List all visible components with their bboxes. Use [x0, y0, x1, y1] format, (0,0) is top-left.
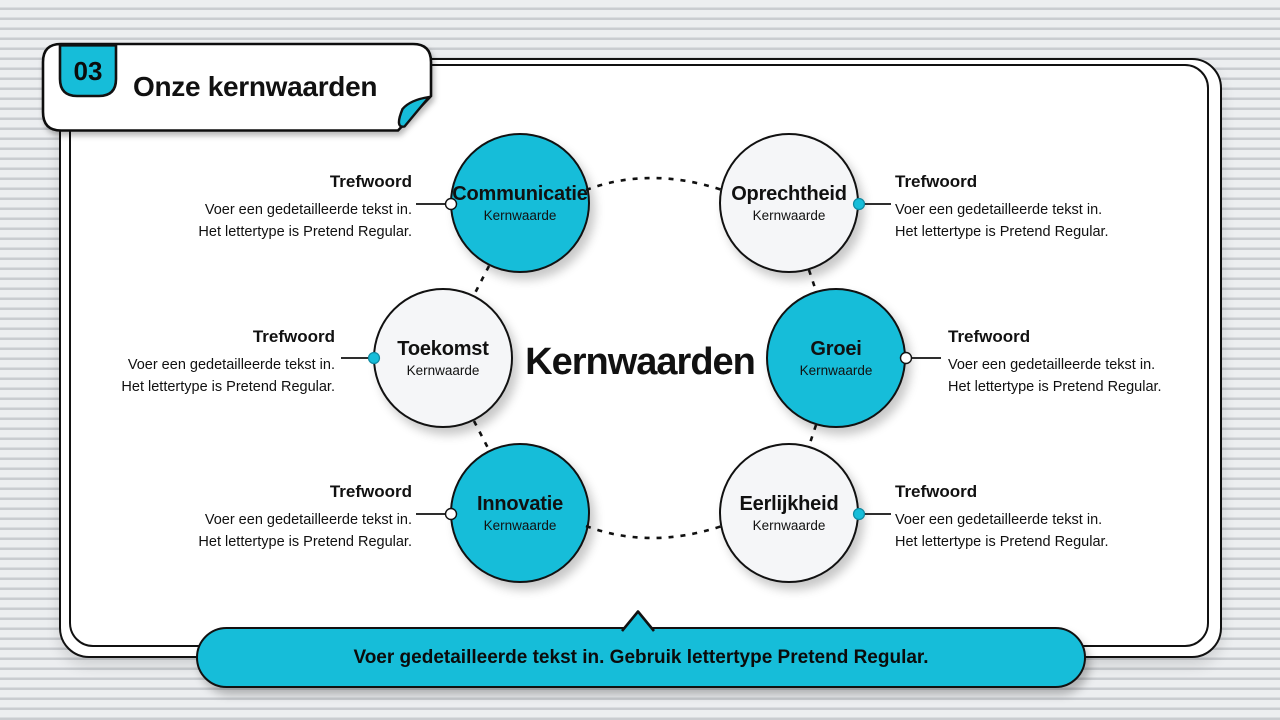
- label-line: Voer een gedetailleerde tekst in.: [895, 512, 1103, 528]
- page-title: Onze kernwaarden: [133, 71, 378, 102]
- label-block-oprechtheid: Trefwoord Voer een gedetailleerde tekst …: [895, 172, 1109, 243]
- value-circle-communicatie: Communicatie Kernwaarde: [450, 133, 590, 273]
- label-line: Het lettertype is Pretend Regular.: [121, 378, 335, 395]
- label-heading: Trefwoord: [252, 327, 335, 346]
- label-block-groei: Trefwoord Voer een gedetailleerde tekst …: [948, 327, 1162, 398]
- value-name: Communicatie: [452, 182, 588, 205]
- label-block-toekomst: Trefwoord Voer een gedetailleerde tekst …: [121, 327, 335, 398]
- label-heading: Trefwoord: [895, 482, 978, 501]
- value-subtitle: Kernwaarde: [752, 207, 826, 223]
- value-subtitle: Kernwaarde: [483, 517, 557, 533]
- value-circle-oprechtheid: Oprechtheid Kernwaarde: [719, 133, 859, 273]
- value-circle-innovatie: Innovatie Kernwaarde: [450, 443, 590, 583]
- value-subtitle: Kernwaarde: [406, 362, 480, 378]
- label-heading: Trefwoord: [895, 172, 978, 191]
- label-heading: Trefwoord: [329, 482, 412, 501]
- label-heading: Trefwoord: [329, 172, 412, 191]
- value-circle-eerlijkheid: Eerlijkheid Kernwaarde: [719, 443, 859, 583]
- label-line: Voer een gedetailleerde tekst in.: [204, 202, 412, 218]
- value-name: Toekomst: [397, 337, 489, 360]
- label-line: Voer een gedetailleerde tekst in.: [127, 357, 335, 373]
- label-heading: Trefwoord: [948, 327, 1031, 346]
- diagram-center-title: Kernwaarden: [525, 341, 756, 383]
- value-name: Eerlijkheid: [739, 492, 839, 515]
- label-block-innovatie: Trefwoord Voer een gedetailleerde tekst …: [198, 482, 412, 553]
- value-subtitle: Kernwaarde: [799, 362, 873, 378]
- label-block-communicatie: Trefwoord Voer een gedetailleerde tekst …: [198, 172, 412, 243]
- label-line: Het lettertype is Pretend Regular.: [895, 533, 1109, 550]
- value-circle-groei: Groei Kernwaarde: [766, 288, 906, 428]
- section-number: 03: [73, 56, 103, 86]
- label-line: Voer een gedetailleerde tekst in.: [204, 512, 412, 528]
- slide-card: [69, 64, 1209, 647]
- label-line: Het lettertype is Pretend Regular.: [198, 223, 412, 240]
- footer-note-banner: Voer gedetailleerde tekst in. Gebruik le…: [196, 627, 1086, 688]
- label-line: Het lettertype is Pretend Regular.: [895, 223, 1109, 240]
- label-line: Het lettertype is Pretend Regular.: [198, 533, 412, 550]
- value-name: Innovatie: [477, 492, 563, 515]
- value-name: Groei: [810, 337, 862, 360]
- value-subtitle: Kernwaarde: [752, 517, 826, 533]
- label-line: Voer een gedetailleerde tekst in.: [948, 357, 1156, 373]
- value-subtitle: Kernwaarde: [483, 207, 557, 223]
- label-line: Voer een gedetailleerde tekst in.: [895, 202, 1103, 218]
- label-line: Het lettertype is Pretend Regular.: [948, 378, 1162, 395]
- value-name: Oprechtheid: [731, 182, 847, 205]
- label-block-eerlijkheid: Trefwoord Voer een gedetailleerde tekst …: [895, 482, 1109, 553]
- value-circle-toekomst: Toekomst Kernwaarde: [373, 288, 513, 428]
- footer-note-text: Voer gedetailleerde tekst in. Gebruik le…: [353, 646, 929, 668]
